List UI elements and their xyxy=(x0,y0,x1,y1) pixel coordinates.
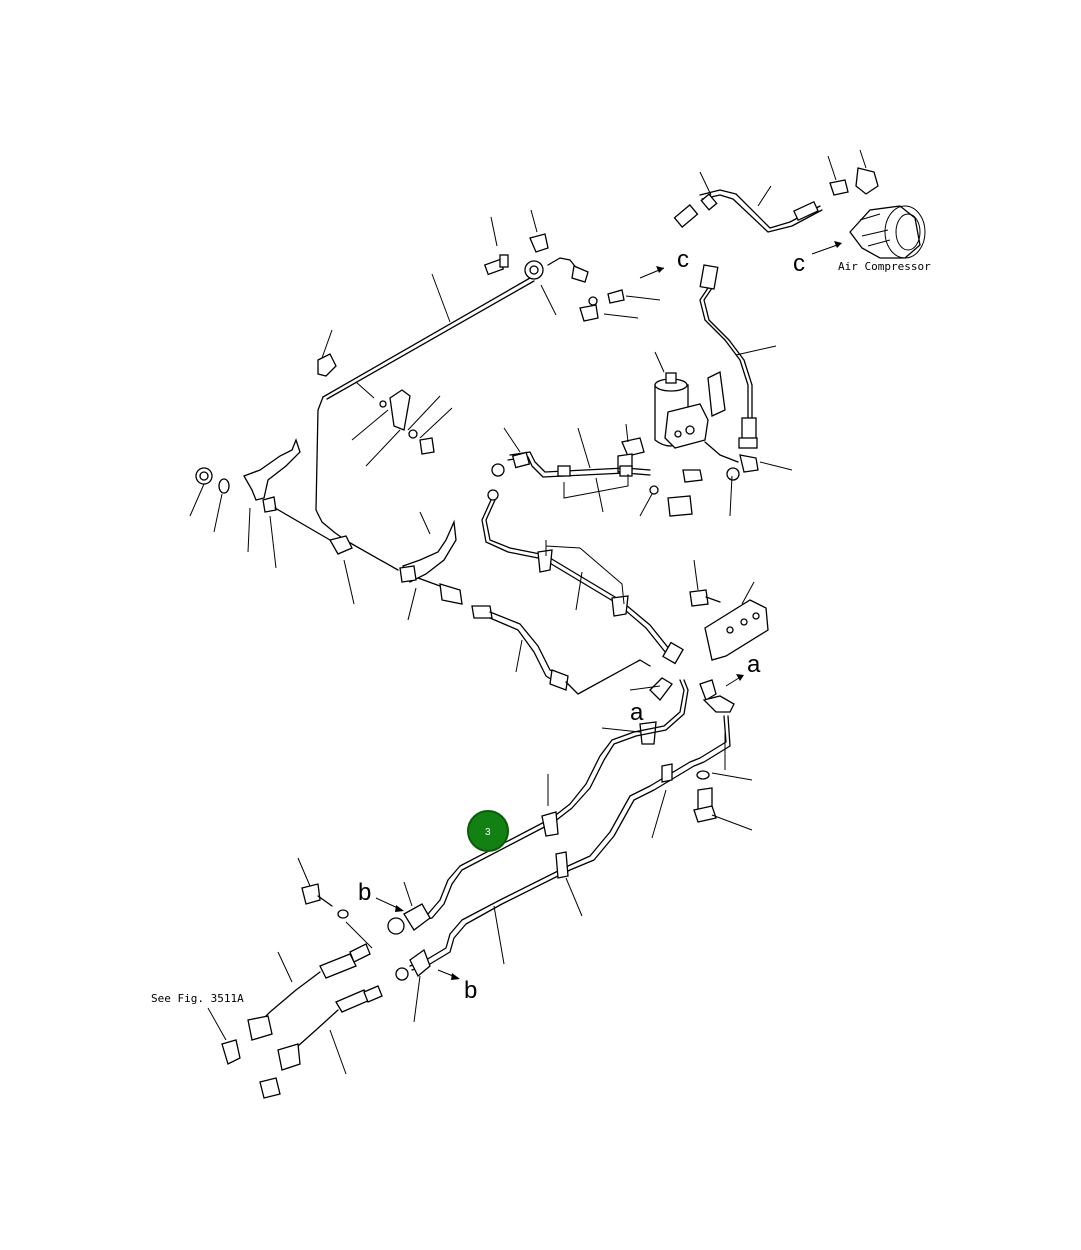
upper-air-tube xyxy=(315,277,535,571)
leader-lines xyxy=(189,149,867,1075)
arrows xyxy=(375,241,842,980)
right-bracket xyxy=(639,589,769,745)
part-hotspot-3[interactable]: 3 xyxy=(467,810,509,852)
hotspot-circle[interactable] xyxy=(467,810,509,852)
hotspot-number[interactable]: 3 xyxy=(485,827,491,838)
air-compressor-label: Air Compressor xyxy=(838,260,931,273)
compressor-area xyxy=(673,167,926,449)
lower-air-tubes xyxy=(301,679,735,981)
callout-c-upper: c xyxy=(677,246,689,273)
bottom-left-hoses xyxy=(221,943,383,1099)
valve-tank xyxy=(617,371,759,517)
left-bracket xyxy=(195,353,463,605)
callout-b-upper: b xyxy=(358,879,371,906)
center-tube xyxy=(481,451,684,665)
callout-b-lower: b xyxy=(464,977,477,1004)
top-fitting-cluster xyxy=(483,233,625,322)
middle-flex-hose xyxy=(471,605,651,695)
see-fig-label: See Fig. 3511A xyxy=(151,992,244,1005)
callout-a-upper: a xyxy=(747,651,761,678)
callout-c-lower: c xyxy=(793,250,805,277)
callout-a-lower: a xyxy=(630,699,644,726)
